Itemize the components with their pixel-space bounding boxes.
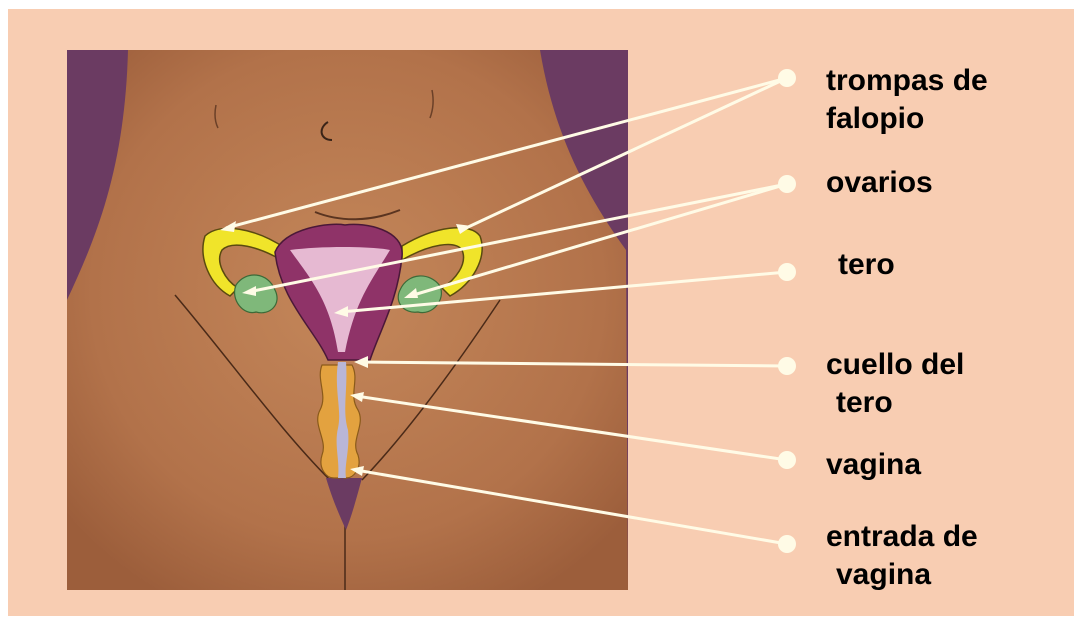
label-line: vagina — [826, 446, 921, 484]
label-line: vagina — [826, 556, 978, 594]
anchor-dot — [778, 535, 796, 553]
label-fallopian-tubes: trompas de falopio — [826, 62, 988, 138]
anchor-dot — [778, 263, 796, 281]
label-line: falopio — [826, 100, 988, 138]
anchor-dot — [778, 357, 796, 375]
label-ovaries: ovarios — [826, 164, 933, 202]
label-line: trompas de — [826, 62, 988, 100]
label-vagina: vagina — [826, 446, 921, 484]
label-vaginal-opening: entrada de vagina — [826, 518, 978, 594]
label-uterus: tero — [838, 246, 895, 284]
anchor-dot — [778, 175, 796, 193]
label-line: entrada de — [826, 518, 978, 556]
label-line: ovarios — [826, 164, 933, 202]
anchor-dots — [778, 69, 796, 553]
illustration-panel — [67, 50, 628, 590]
label-line: cuello del — [826, 346, 964, 384]
label-line: tero — [838, 246, 895, 284]
vagina-wall-left — [318, 365, 340, 478]
anchor-dot — [778, 69, 796, 87]
label-line: tero — [826, 384, 964, 422]
label-cervix: cuello del tero — [826, 346, 964, 422]
anchor-dot — [778, 451, 796, 469]
